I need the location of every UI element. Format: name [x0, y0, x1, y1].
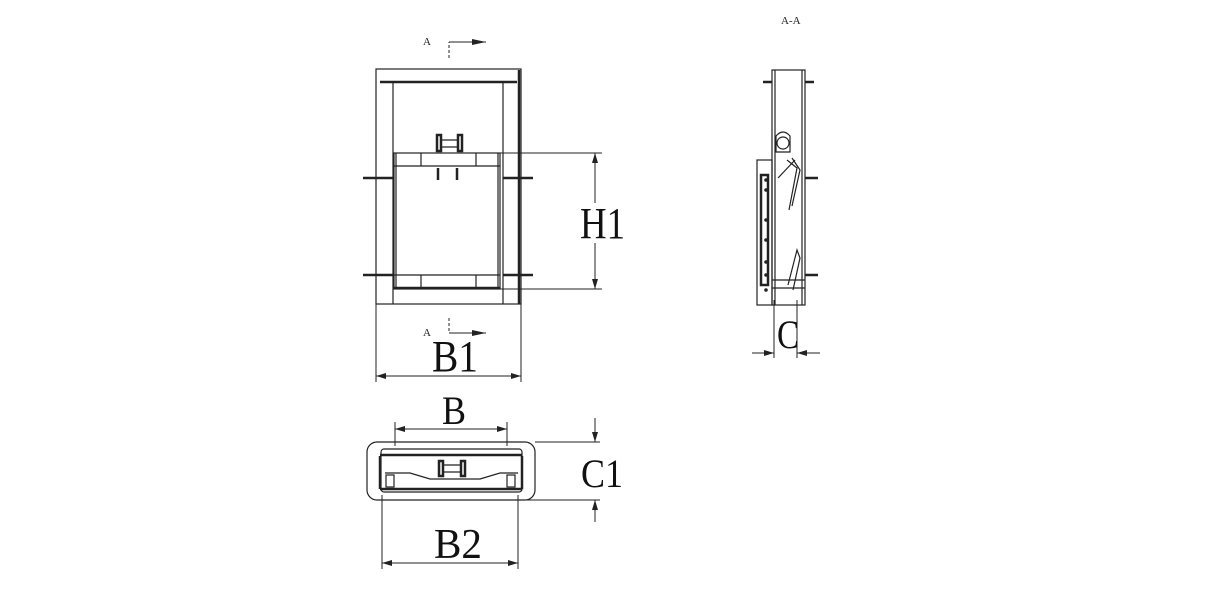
section-marker-bottom: A	[423, 318, 486, 339]
outer-frame	[375, 68, 522, 305]
damper-blade	[393, 152, 501, 290]
label-c1: C1	[581, 451, 623, 496]
label-b1: B1	[432, 332, 478, 381]
top-outer-frame	[366, 441, 536, 501]
hinge-pivot	[776, 136, 790, 150]
dimension-b2: B2	[381, 495, 519, 569]
front-view: A	[363, 36, 625, 382]
dimension-b1: B1	[375, 304, 522, 382]
label-b2: B2	[434, 522, 482, 568]
section-marker-top: A	[423, 36, 486, 58]
label-h1: H1	[580, 199, 625, 248]
top-view: B C1 B2	[366, 388, 623, 569]
dimension-c: C	[752, 300, 820, 358]
label-b: B	[442, 388, 466, 433]
section-view: A-A C	[752, 15, 820, 358]
dimension-b: B	[394, 388, 508, 446]
section-title: A-A	[781, 15, 801, 27]
bolt-holes	[764, 178, 768, 292]
dimension-h1: H1	[500, 152, 625, 290]
flange-bolts	[363, 176, 533, 277]
hinge-linkage	[435, 133, 464, 153]
dimension-c1: C1	[520, 418, 623, 522]
section-label-top: A	[423, 36, 431, 48]
section-label-bottom: A	[423, 327, 431, 339]
label-c: C	[777, 312, 799, 357]
